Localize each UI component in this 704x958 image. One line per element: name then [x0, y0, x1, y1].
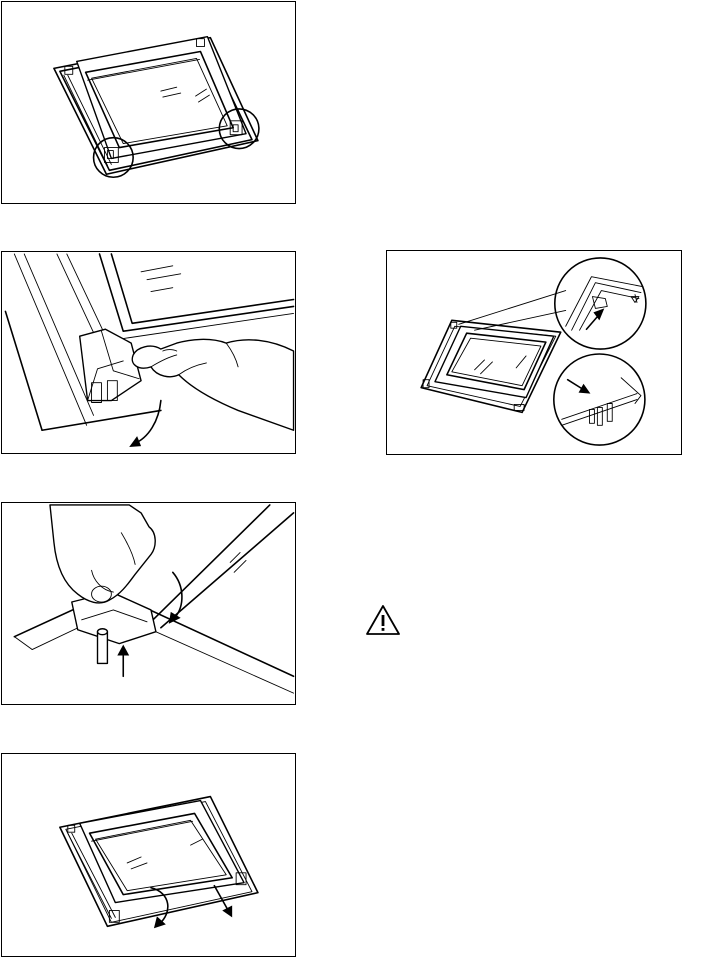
figure-press-clip — [1, 502, 296, 705]
install-detail-illustration — [387, 251, 681, 454]
figure-install-detail — [386, 250, 682, 455]
remove-glass-illustration — [2, 754, 295, 956]
figure-release-clip — [1, 251, 296, 454]
release-clip-illustration — [2, 252, 295, 453]
warning-triangle-icon — [365, 604, 401, 636]
figure-remove-glass — [1, 753, 296, 957]
press-clip-illustration — [2, 503, 295, 704]
door-panel-illustration — [2, 2, 295, 203]
figure-door-glass-panel — [1, 1, 296, 204]
